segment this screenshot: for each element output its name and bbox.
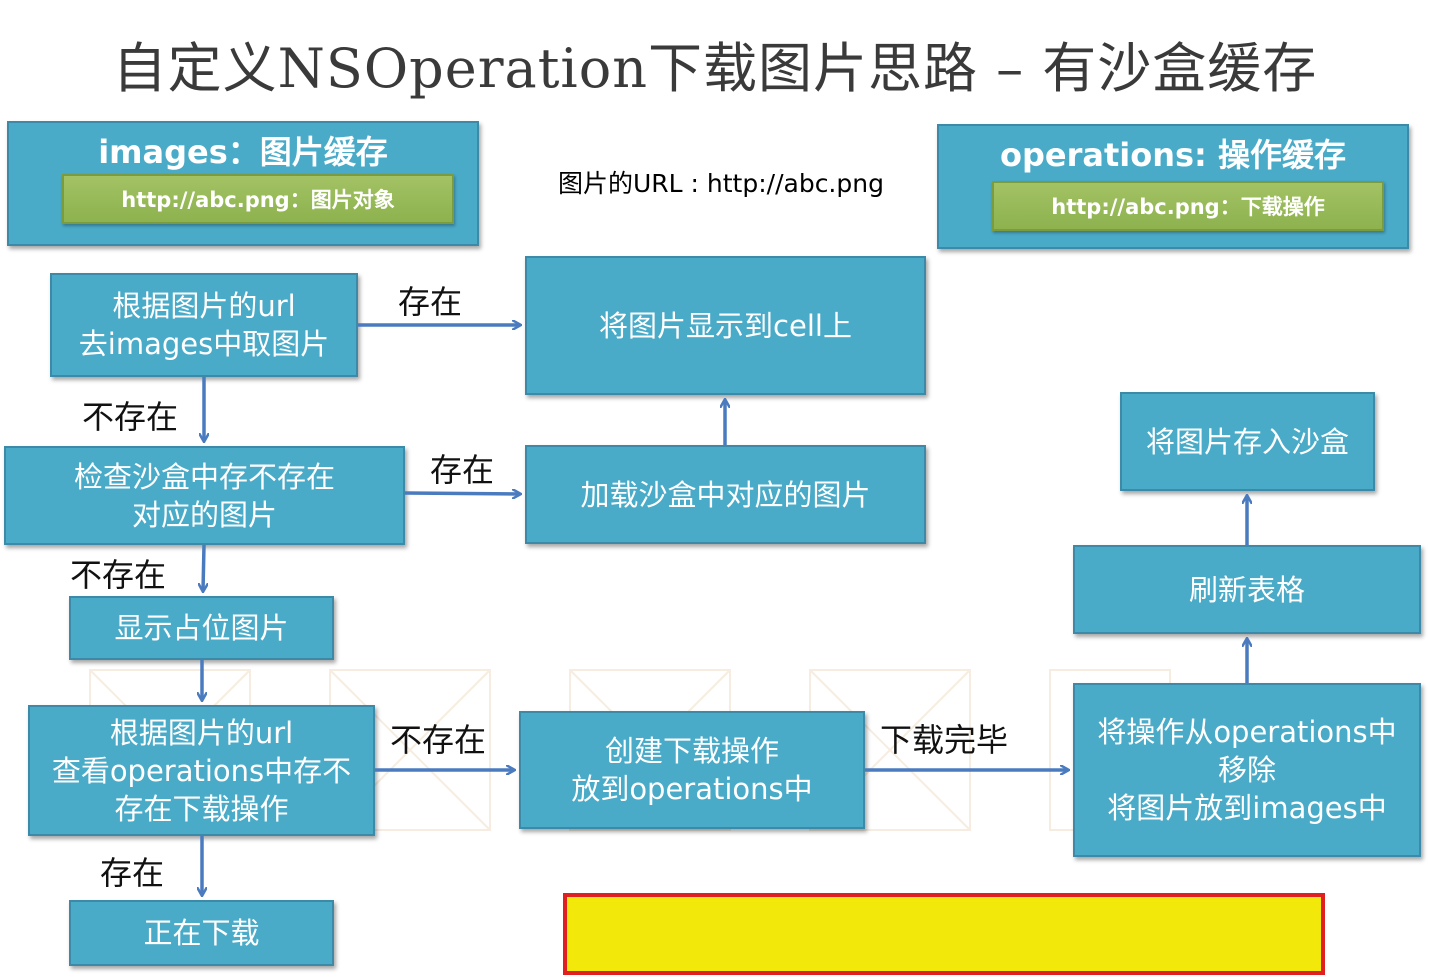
- arrow-sandbox-to-placeholder: [203, 544, 204, 591]
- edge-label-not-exists: 不存在: [70, 556, 167, 594]
- node-text: 正在下载: [143, 916, 260, 950]
- node-check-operations: 根据图片的url 查看operations中存不 存在下载操作: [28, 705, 375, 836]
- node-load-sandbox: 加载沙盒中对应的图片: [525, 445, 926, 544]
- node-save-sandbox: 将图片存入沙盒: [1120, 392, 1375, 491]
- node-text: 去images中取图片: [78, 327, 330, 361]
- node-text: 根据图片的url: [112, 289, 296, 323]
- highlight-box: [563, 893, 1325, 975]
- edge-label-exists: 存在: [430, 451, 495, 489]
- node-create-operation: 创建下载操作 放到operations中: [519, 711, 865, 829]
- operations-cache-title: operations: 操作缓存: [1000, 136, 1346, 174]
- node-text: 将操作从operations中: [1097, 715, 1397, 749]
- node-text: 放到operations中: [571, 772, 813, 806]
- node-text: 检查沙盒中存不存在: [73, 459, 335, 494]
- operations-cache-entry: http://abc.png：下载操作: [992, 181, 1384, 231]
- node-downloading: 正在下载: [69, 900, 334, 966]
- node-text: 移除: [1217, 753, 1276, 787]
- node-text: 创建下载操作: [604, 734, 779, 768]
- node-text: 存在下载操作: [114, 791, 289, 826]
- node-check-sandbox: 检查沙盒中存不存在 对应的图片: [4, 446, 405, 545]
- node-text: 根据图片的url: [109, 715, 294, 750]
- node-text: 将图片放到images中: [1107, 791, 1387, 825]
- url-note: 图片的URL : http://abc.png: [558, 169, 884, 198]
- edge-label-download-done: 下载完毕: [880, 721, 1009, 759]
- node-text: 加载沙盒中对应的图片: [580, 477, 871, 512]
- node-show-in-cell: 将图片显示到cell上: [525, 256, 926, 395]
- node-text: 将图片存入沙盒: [1145, 424, 1349, 459]
- node-show-placeholder: 显示占位图片: [69, 596, 334, 660]
- edge-label-not-exists: 不存在: [82, 398, 179, 436]
- node-remove-operation: 将操作从operations中 移除 将图片放到images中: [1073, 683, 1421, 857]
- edge-label-exists: 存在: [398, 283, 463, 321]
- images-cache-entry: http://abc.png：图片对象: [62, 174, 454, 224]
- node-text: 显示占位图片: [114, 611, 289, 645]
- edge-label-exists: 存在: [100, 854, 165, 892]
- node-get-from-images: 根据图片的url 去images中取图片: [50, 273, 358, 377]
- edge-label-not-exists: 不存在: [390, 721, 487, 759]
- node-text: 查看operations中存不: [51, 753, 352, 788]
- arrow-sandbox-to-load: [404, 493, 520, 494]
- page-title: 自定义NSOperation下载图片思路 – 有沙盒缓存: [112, 37, 1318, 100]
- node-text: 对应的图片: [131, 497, 277, 532]
- node-text: 将图片显示到cell上: [599, 308, 852, 343]
- images-cache-title: images：图片缓存: [98, 133, 388, 171]
- node-refresh-table: 刷新表格: [1073, 545, 1421, 634]
- node-text: 刷新表格: [1188, 572, 1305, 607]
